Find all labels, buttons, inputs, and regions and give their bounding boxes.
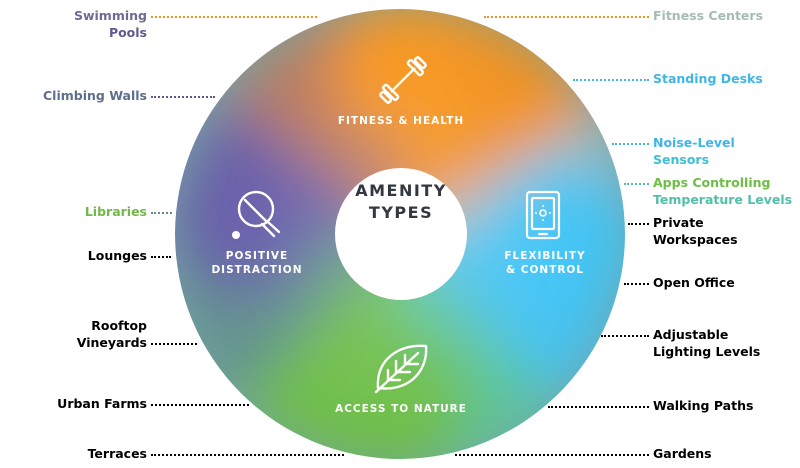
- left-label-terraces: Terraces: [88, 445, 147, 462]
- left-label-libraries: Libraries: [85, 203, 147, 220]
- right-label-open-office: Open Office: [653, 274, 735, 291]
- section-flexibility-line1: FLEXIBILITY: [504, 250, 586, 262]
- leader-line: [601, 335, 649, 337]
- leader-line: [151, 212, 172, 214]
- center-disk: [335, 168, 467, 300]
- center-title-line2: TYPES: [368, 203, 434, 222]
- tablet-icon: [525, 190, 561, 240]
- right-label-line: Noise-Level: [653, 135, 735, 150]
- left-label-line: Lounges: [87, 248, 147, 263]
- leader-line: [484, 16, 649, 18]
- leader-line: [151, 404, 249, 406]
- wheel-gradient: [175, 9, 625, 459]
- left-label-urban-farms: Urban Farms: [57, 395, 147, 412]
- right-label-walking-paths: Walking Paths: [653, 397, 753, 414]
- leader-line: [573, 79, 649, 81]
- leader-line: [612, 143, 649, 145]
- right-label-line: Open Office: [653, 275, 735, 290]
- section-fitness-label: FITNESS & HEALTH: [337, 115, 465, 127]
- right-label-line: Adjustable: [653, 327, 729, 342]
- leader-line: [548, 406, 649, 408]
- left-label-rooftop-vineyards: Rooftop Vineyards: [77, 317, 147, 351]
- left-label-line: Terraces: [87, 446, 147, 461]
- right-label-line: Walking Paths: [653, 398, 754, 413]
- leader-line: [624, 183, 649, 185]
- center-title: AMENITY TYPES: [336, 180, 466, 224]
- leader-line: [151, 343, 197, 345]
- right-label-line: Fitness Centers: [653, 8, 764, 23]
- section-flexibility-line2: & CONTROL: [505, 264, 585, 276]
- right-label-line: Standing Desks: [653, 71, 763, 86]
- section-fitness-health: FITNESS & HEALTH: [330, 114, 472, 128]
- left-label-line: Climbing Walls: [43, 88, 147, 103]
- center-title-line1: AMENITY: [355, 181, 447, 200]
- left-label-line: Vineyards: [76, 335, 147, 350]
- left-label-line: Swimming: [73, 8, 147, 23]
- section-nature-label: ACCESS TO NATURE: [335, 403, 467, 415]
- leader-line: [151, 454, 344, 456]
- right-label-line: Workspaces: [653, 232, 738, 247]
- right-label-line: Lighting Levels: [653, 344, 761, 359]
- left-label-climbing-walls: Climbing Walls: [43, 87, 147, 104]
- right-label-line: Private: [653, 215, 704, 230]
- left-label-swimming-pools: Swimming Pools: [74, 7, 147, 41]
- right-label-standing-desks: Standing Desks: [653, 70, 763, 87]
- leader-line: [151, 256, 171, 258]
- right-label-adjustable-lighting: Adjustable Lighting Levels: [653, 326, 760, 360]
- right-label-fitness-centers: Fitness Centers: [653, 7, 763, 24]
- dumbbell-icon: [379, 56, 427, 104]
- leader-line: [151, 16, 317, 18]
- leader-line: [624, 283, 649, 285]
- right-label-gardens: Gardens: [653, 445, 712, 462]
- leader-line: [628, 223, 649, 225]
- section-flexibility-control: FLEXIBILITY & CONTROL: [495, 249, 595, 277]
- section-positive-distraction: POSITIVE DISTRACTION: [205, 249, 309, 277]
- right-label-line: Temperature Levels: [653, 192, 793, 207]
- left-label-line: Rooftop: [91, 318, 147, 333]
- section-access-to-nature: ACCESS TO NATURE: [326, 402, 476, 416]
- left-label-line: Pools: [108, 25, 147, 40]
- section-distraction-line1: POSITIVE: [225, 250, 289, 262]
- right-label-line: Sensors: [653, 152, 710, 167]
- right-label-apps-controlling: Apps Controlling Temperature Levels: [653, 174, 792, 208]
- leader-line: [151, 96, 215, 98]
- right-label-line: Gardens: [653, 446, 712, 461]
- ping-pong-paddle-icon: [232, 190, 281, 239]
- section-distraction-line2: DISTRACTION: [211, 264, 303, 276]
- leader-line: [455, 454, 649, 456]
- right-label-noise-level-sensors: Noise-Level Sensors: [653, 134, 735, 168]
- left-label-line: Urban Farms: [57, 396, 147, 411]
- left-label-lounges: Lounges: [88, 247, 147, 264]
- right-label-private-workspaces: Private Workspaces: [653, 214, 738, 248]
- left-label-line: Libraries: [84, 204, 147, 219]
- leaf-icon: [374, 344, 428, 394]
- right-label-line: Apps Controlling: [653, 175, 771, 190]
